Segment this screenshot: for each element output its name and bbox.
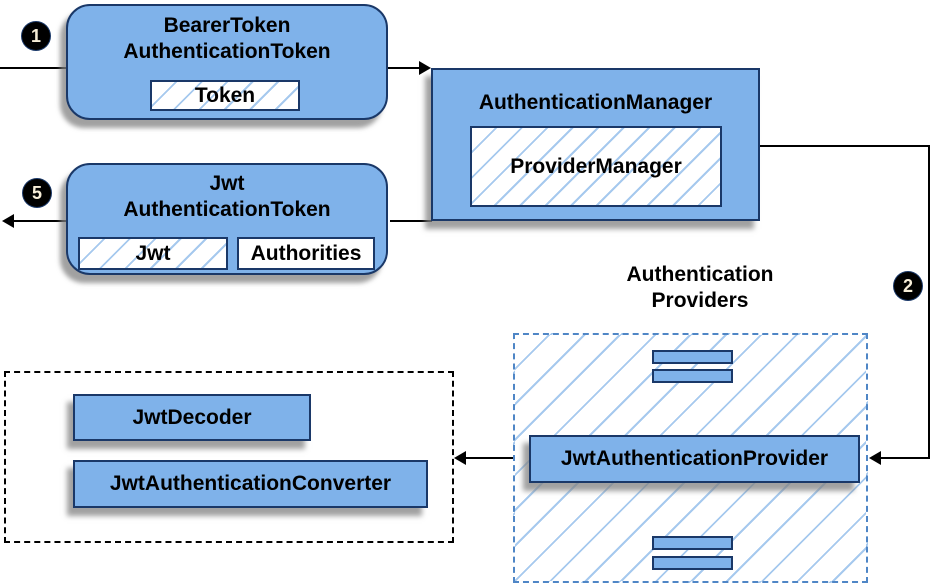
provider-slot-bar — [652, 556, 733, 570]
jwt-token-title-line2: AuthenticationToken — [123, 198, 331, 221]
jwt-token-title: Jwt AuthenticationToken — [68, 165, 386, 223]
inner-provider-manager-box: ProviderManager — [470, 126, 722, 207]
node-jwt-decoder: JwtDecoder — [73, 394, 311, 441]
authentication-manager-title: AuthenticationManager — [478, 91, 713, 114]
step-badge-5: 5 — [23, 179, 51, 207]
authentication-providers-label-line1: Authentication — [626, 263, 774, 286]
provider-slot-bar — [652, 350, 733, 364]
node-jwt-authentication-provider: JwtAuthenticationProvider — [529, 435, 860, 483]
node-jwt-authentication-token: Jwt AuthenticationToken Jwt Authorities — [66, 163, 388, 275]
bearer-token-title-line2: AuthenticationToken — [123, 40, 331, 63]
provider-slot-bar — [652, 369, 733, 383]
step-badge-2: 2 — [894, 272, 922, 300]
provider-slot-bar — [652, 536, 733, 550]
authentication-providers-label-line2: Providers — [651, 289, 749, 312]
node-bearer-token-authentication-token: BearerToken AuthenticationToken Token — [66, 4, 388, 120]
bearer-token-title-line1: BearerToken — [163, 14, 291, 37]
authentication-providers-label: Authentication Providers — [560, 262, 840, 314]
node-authentication-manager: AuthenticationManager ProviderManager — [431, 68, 760, 221]
arrow-bearer-to-manager — [388, 61, 431, 75]
arrow-jwt-token-out — [2, 214, 66, 228]
node-jwt-authentication-converter: JwtAuthenticationConverter — [73, 460, 428, 508]
jwt-token-title-line1: Jwt — [209, 172, 245, 195]
inner-authorities-box: Authorities — [237, 237, 375, 270]
inner-token-box: Token — [150, 80, 300, 111]
step-badge-1: 1 — [22, 22, 50, 50]
bearer-token-title: BearerToken AuthenticationToken — [68, 6, 386, 65]
inner-jwt-box: Jwt — [78, 237, 228, 270]
